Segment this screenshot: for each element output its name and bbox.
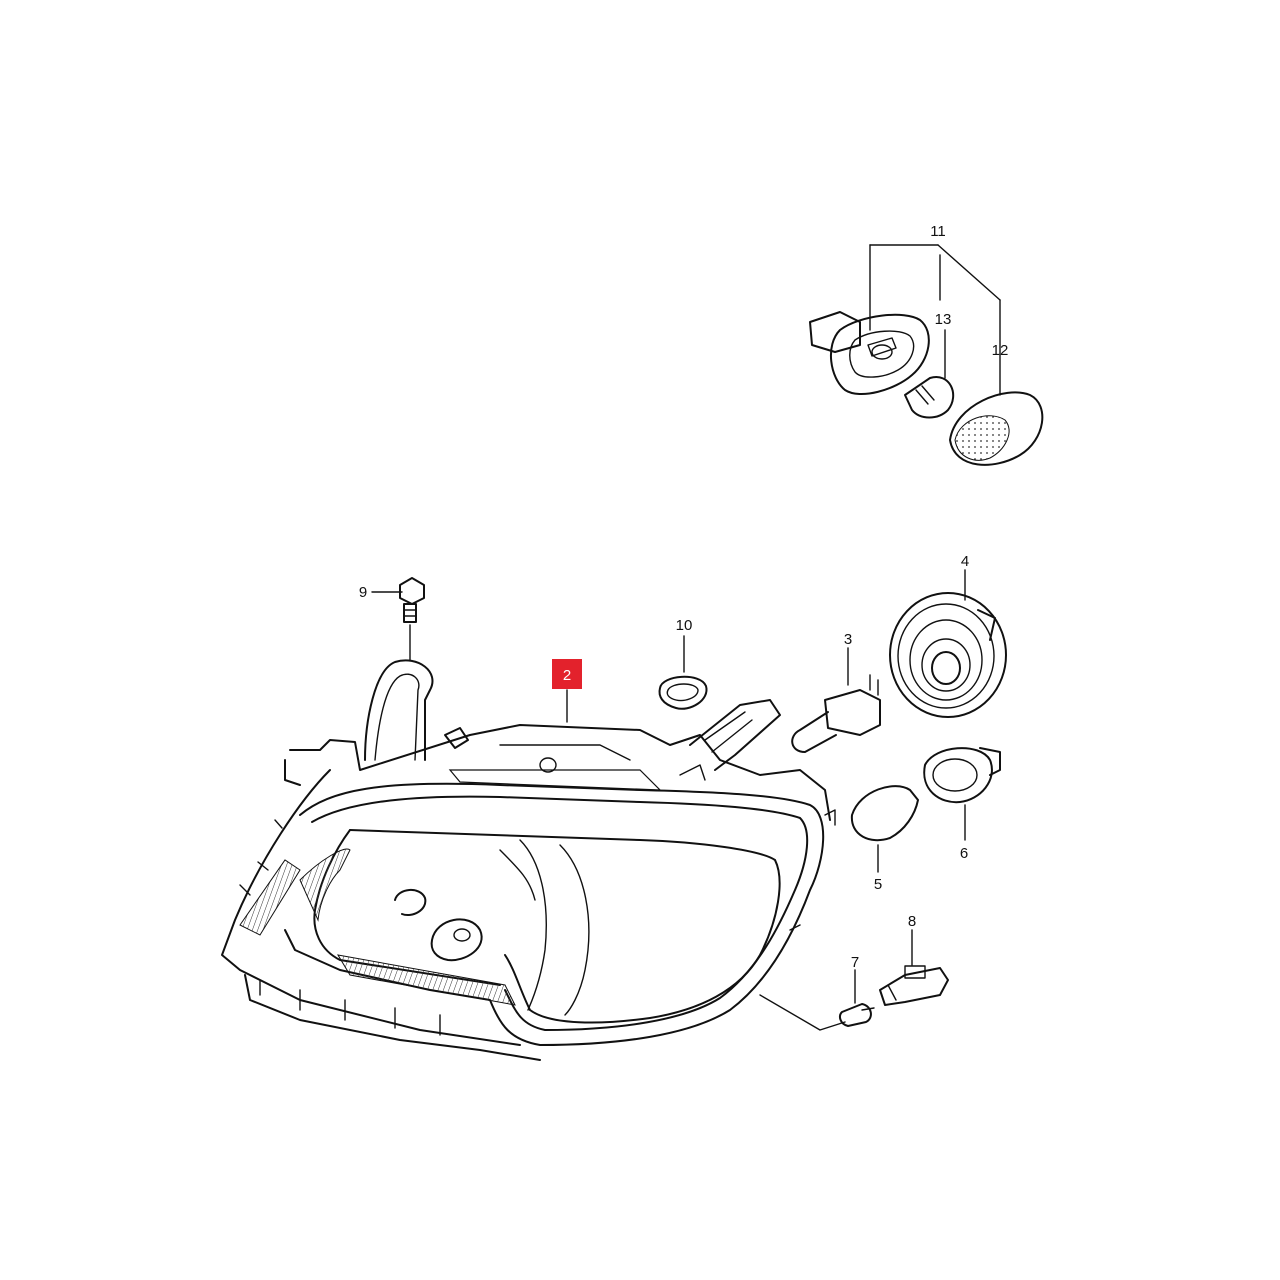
turn-signal-bulb xyxy=(850,785,919,873)
screw xyxy=(371,577,425,661)
callout-2[interactable]: 2 xyxy=(552,659,582,689)
callout-11-label[interactable]: 11 xyxy=(930,223,946,240)
parking-socket xyxy=(879,929,949,1006)
callout-10-label[interactable]: 10 xyxy=(676,617,693,634)
callout-6-label[interactable]: 6 xyxy=(960,845,968,862)
parking-bulb xyxy=(839,969,875,1027)
callout-12-label[interactable]: 12 xyxy=(992,342,1009,359)
callout-7-label[interactable]: 7 xyxy=(851,954,859,971)
side-marker-group xyxy=(809,244,1044,466)
headlight-housing xyxy=(221,659,846,1061)
callout-3-label[interactable]: 3 xyxy=(844,631,852,648)
callout-4-label[interactable]: 4 xyxy=(961,553,969,570)
rear-cover xyxy=(889,569,1007,718)
marker-lens xyxy=(949,391,1044,466)
callout-8-label[interactable]: 8 xyxy=(908,913,916,930)
callout-9-label[interactable]: 9 xyxy=(359,584,367,601)
marker-bulb xyxy=(904,376,955,419)
callout-5-label[interactable]: 5 xyxy=(874,876,882,893)
callout-2-label: 2 xyxy=(563,667,571,684)
callout-13-label[interactable]: 13 xyxy=(935,311,952,328)
callout-2-highlight-box xyxy=(552,659,582,689)
grommet xyxy=(658,635,708,710)
turn-signal-socket xyxy=(923,747,1001,841)
headlight-bulb xyxy=(791,647,881,753)
marker-socket xyxy=(809,311,930,395)
